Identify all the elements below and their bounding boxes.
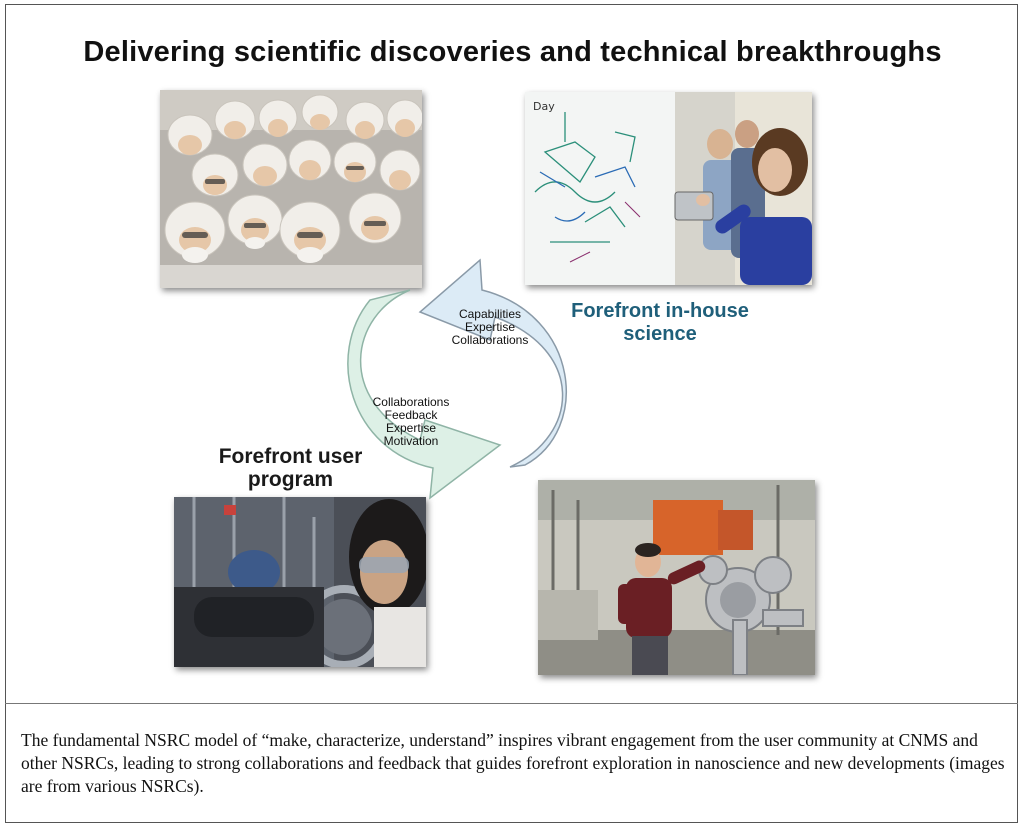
blue-arrow-line-2: Expertise: [464, 320, 516, 334]
label-inhouse-science: Forefront in-house science: [545, 300, 775, 346]
blue-arrow-line-3: Collaborations: [451, 333, 529, 347]
feedback-cycle-diagram: [347, 258, 567, 500]
label-inhouse-line-2: science: [623, 323, 697, 345]
label-user-line-2: program: [247, 468, 334, 491]
figure-caption: The fundamental NSRC model of “make, cha…: [21, 730, 1005, 796]
green-cycle-arrow: [347, 289, 502, 500]
caption-divider: [5, 703, 1018, 704]
blue-arrow-line-1: Capabilities: [458, 307, 522, 321]
photo-vacuum-chamber-researcher: [538, 480, 815, 675]
cleanroom-illustration: [160, 90, 422, 288]
label-user-line-1: Forefront user: [218, 445, 363, 468]
whiteboard-illustration: Day: [525, 92, 812, 285]
green-arrow-text: Collaborations Feedback Expertise Motiva…: [361, 396, 461, 448]
green-arrow-line-4: Motivation: [383, 434, 439, 448]
green-arrow-line-3: Expertise: [385, 421, 437, 435]
blue-cycle-arrow: [418, 258, 567, 468]
photo-whiteboard-scientists: Day: [525, 92, 812, 285]
photo-cleanroom-group: [160, 90, 422, 288]
label-user-program: Forefront user program: [203, 445, 378, 491]
svg-text:Day: Day: [533, 100, 555, 113]
glovebox-illustration: [174, 497, 426, 667]
green-arrow-line-1: Collaborations: [372, 395, 450, 409]
green-arrow-line-2: Feedback: [384, 408, 438, 422]
photo-glovebox-researcher: [174, 497, 426, 667]
vacuum-chamber-illustration: [538, 480, 815, 675]
label-inhouse-line-1: Forefront in-house: [571, 300, 749, 322]
blue-arrow-text: Capabilities Expertise Collaborations: [440, 308, 540, 347]
slide-title: Delivering scientific discoveries and te…: [83, 36, 942, 68]
